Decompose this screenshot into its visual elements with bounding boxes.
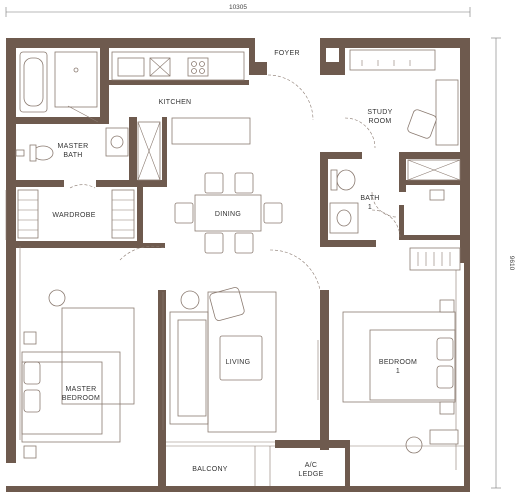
label-master-bath-2: BATH (63, 152, 82, 159)
bath1-fixtures (329, 159, 461, 234)
armchair (209, 287, 245, 321)
label-dining: DINING (215, 211, 241, 218)
kitchen-fixtures (111, 51, 251, 145)
master-bath-fixtures (15, 51, 161, 181)
kitchen-counter (111, 51, 245, 81)
vanity (105, 127, 129, 157)
label-kitchen: KITCHEN (159, 99, 192, 106)
room-labels: FOYER KITCHEN STUDY ROOM MASTER BATH WAR… (52, 50, 417, 478)
label-bath1-2: 1 (368, 204, 372, 211)
walls (6, 38, 470, 492)
bed (342, 311, 456, 403)
bedroom1-fixtures (342, 247, 461, 454)
label-study-1: STUDY (367, 109, 392, 116)
master-bedroom-fixtures (21, 289, 135, 459)
shower (54, 51, 98, 108)
label-ac-ledge-1: A/C (305, 462, 318, 469)
label-bath1-1: BATH (360, 195, 379, 202)
width-dimension: 10305 (229, 4, 247, 11)
basin (329, 202, 359, 234)
wardrobe-fixtures (17, 189, 135, 239)
label-living: LIVING (226, 359, 251, 366)
living-fixtures (169, 287, 277, 433)
study-shelf (349, 49, 436, 71)
label-ac-ledge-2: LEDGE (298, 471, 323, 478)
study-fixtures (349, 49, 459, 146)
label-study-2: ROOM (369, 118, 392, 125)
toilet (336, 169, 356, 191)
label-master-bath-1: MASTER (58, 143, 89, 150)
label-bedroom1-2: 1 (396, 368, 400, 375)
door-swings (69, 74, 401, 291)
bathtub (19, 51, 48, 113)
label-foyer: FOYER (274, 50, 300, 57)
label-wardrobe: WARDROBE (52, 212, 95, 219)
label-balcony: BALCONY (192, 466, 228, 473)
dining-table (194, 194, 262, 232)
kitchen-island (171, 117, 251, 145)
label-master-bedroom-2: BEDROOM (62, 395, 100, 402)
dimension-lines: 10305 9610 (5, 4, 515, 489)
label-master-bedroom-1: MASTER (66, 386, 97, 393)
study-desk (435, 79, 459, 146)
height-dimension: 9610 (508, 256, 515, 271)
label-bedroom1-1: BEDROOM (379, 359, 417, 366)
coffee-table (219, 335, 263, 381)
bed (21, 351, 121, 443)
dining-set (174, 172, 283, 254)
sofa (169, 311, 209, 425)
